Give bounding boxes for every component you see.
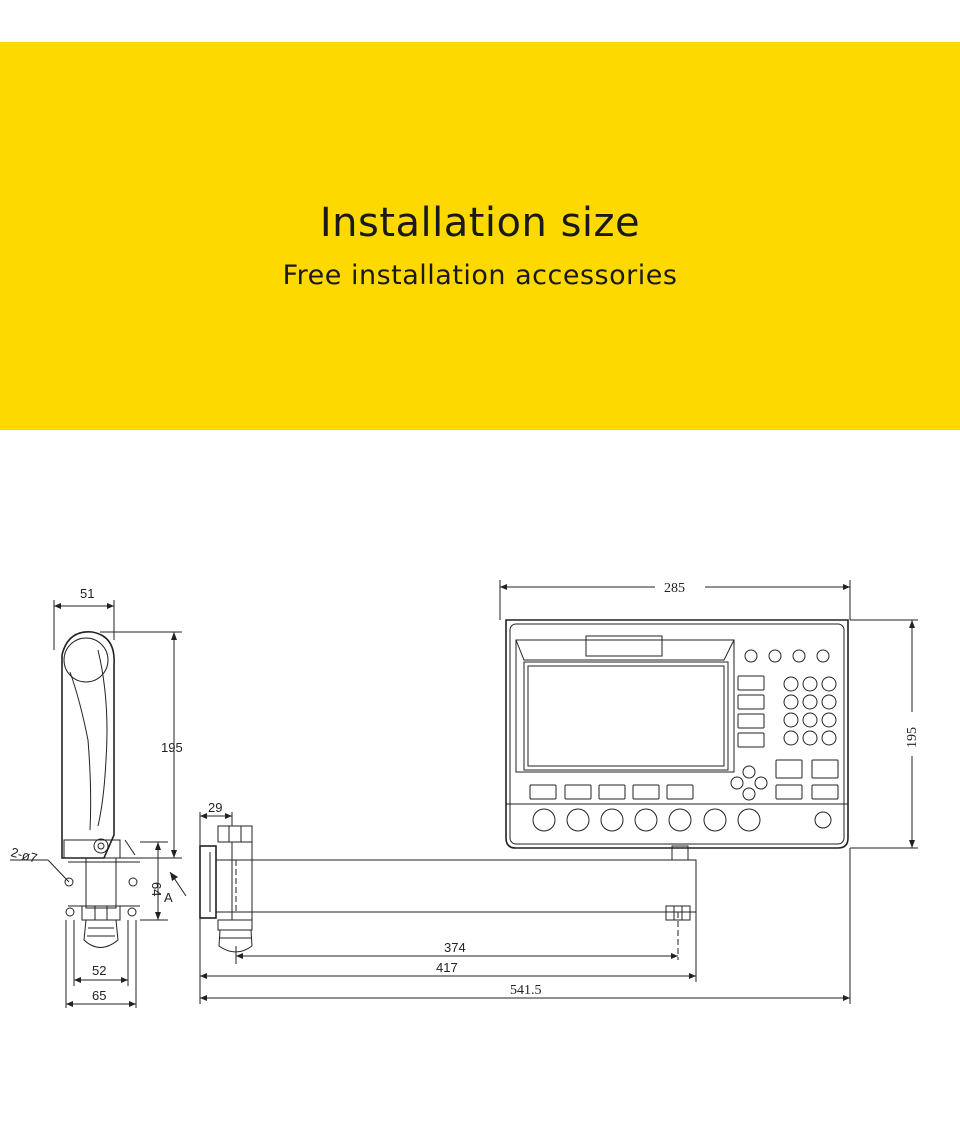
page-title: Installation size [319, 200, 641, 246]
arm-offset-label: 29 [208, 800, 222, 815]
base-inner-label: 52 [92, 963, 106, 978]
page-subtitle: Free installation accessories [282, 260, 678, 291]
arm-374-label: 374 [444, 940, 466, 955]
front-width-label: 285 [664, 581, 685, 596]
base-outer-label: 65 [92, 988, 106, 1003]
bracket-height-label: 64 [149, 882, 164, 896]
side-view: 51 195 64 2-ø7 A 52 65 [9, 586, 187, 1008]
front-view: 285 195 [499, 580, 920, 849]
mounting-arm: 29 374 417 541.5 [199, 800, 851, 1004]
arm-total-label: 541.5 [510, 983, 542, 998]
front-height-label: 195 [905, 727, 920, 748]
holes-label: 2-ø7 [9, 844, 39, 865]
view-a-label: A [164, 890, 173, 905]
side-depth-label: 51 [80, 586, 94, 601]
arm-417-label: 417 [436, 960, 458, 975]
side-height-label: 195 [161, 740, 183, 755]
header-banner [0, 42, 960, 430]
